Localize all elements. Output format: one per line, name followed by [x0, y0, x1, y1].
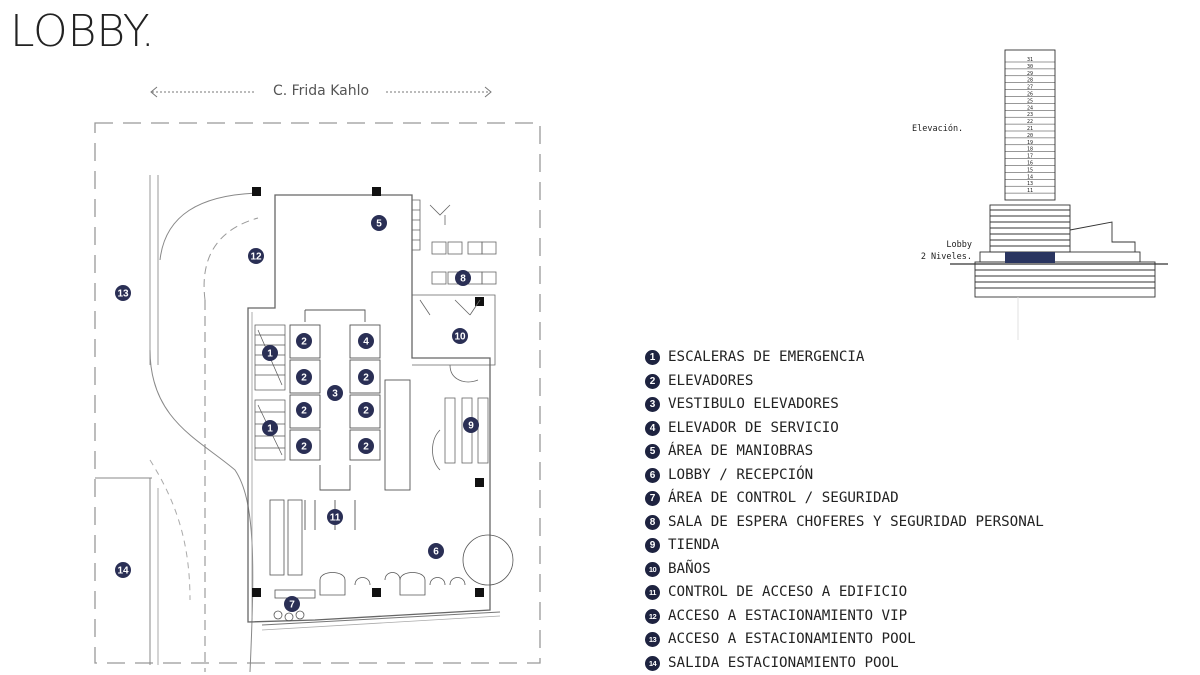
floor-number: 14 [1027, 174, 1033, 180]
plan-marker-2: 2 [301, 406, 307, 417]
floor-number: 24 [1027, 105, 1033, 111]
legend-item: 13 ACCESO A ESTACIONAMIENTO POOL [645, 628, 1044, 652]
legend-number-badge: 1 [645, 350, 660, 365]
floor-number: 11 [1027, 188, 1033, 194]
legend-item: 10 BAÑOS [645, 558, 1044, 582]
plan-marker-2: 2 [363, 373, 369, 384]
plan-marker-8: 8 [460, 274, 466, 285]
legend-number-badge: 12 [645, 609, 660, 624]
legend-item: 6 LOBBY / RECEPCIÓN [645, 464, 1044, 488]
floor-number: 25 [1027, 98, 1033, 104]
legend-item: 1 ESCALERAS DE EMERGENCIA [645, 346, 1044, 370]
basement-levels [975, 262, 1155, 297]
floor-number: 31 [1027, 57, 1033, 63]
floor-number: 23 [1027, 112, 1033, 118]
plan-marker-2: 2 [301, 337, 307, 348]
legend-number-badge: 14 [645, 656, 660, 671]
legend-item: 2 ELEVADORES [645, 370, 1044, 394]
lobby-label: Lobby [946, 240, 972, 250]
elevation-label: Elevación. [912, 123, 963, 134]
legend-item: 4 ELEVADOR DE SERVICIO [645, 417, 1044, 441]
plan-marker-7: 7 [289, 600, 295, 611]
floor-number: 19 [1027, 140, 1033, 146]
legend-number-badge: 11 [645, 585, 660, 600]
floor-number: 27 [1027, 85, 1033, 91]
legend-text: CONTROL DE ACCESO A EDIFICIO [668, 581, 907, 605]
legend-number-badge: 3 [645, 397, 660, 412]
plan-marker-3: 3 [332, 389, 338, 400]
legend-number-badge: 8 [645, 515, 660, 530]
legend-text: VESTIBULO ELEVADORES [668, 393, 839, 417]
legend-text: ELEVADOR DE SERVICIO [668, 417, 839, 441]
plan-marker-10: 10 [454, 332, 466, 343]
floor-number: 21 [1027, 126, 1033, 132]
legend-number-badge: 9 [645, 538, 660, 553]
legend-text: SALIDA ESTACIONAMIENTO POOL [668, 652, 899, 675]
floor-number: 28 [1027, 78, 1033, 84]
lobby-band [980, 252, 1140, 262]
floor-number: 29 [1027, 71, 1033, 77]
lobby-highlight [1005, 252, 1055, 263]
lobby-levels-label: 2 Niveles. [921, 252, 972, 262]
legend-number-badge: 10 [645, 562, 660, 577]
legend-item: 14 SALIDA ESTACIONAMIENTO POOL [645, 652, 1044, 675]
legend-item: 11 CONTROL DE ACCESO A EDIFICIO [645, 581, 1044, 605]
legend-number-badge: 4 [645, 421, 660, 436]
plan-marker-9: 9 [468, 421, 474, 432]
legend-text: SALA DE ESPERA CHOFERES Y SEGURIDAD PERS… [668, 511, 1044, 535]
legend-text: ÁREA DE CONTROL / SEGURIDAD [668, 487, 899, 511]
legend-text: TIENDA [668, 534, 719, 558]
floor-number: 30 [1027, 64, 1033, 70]
legend-number-badge: 5 [645, 444, 660, 459]
legend-number-badge: 7 [645, 491, 660, 506]
floor-number: 17 [1027, 154, 1033, 160]
legend-text: ACCESO A ESTACIONAMIENTO POOL [668, 628, 916, 652]
legend-item: 12 ACCESO A ESTACIONAMIENTO VIP [645, 605, 1044, 629]
plan-marker-1: 1 [267, 424, 273, 435]
legend-number-badge: 6 [645, 468, 660, 483]
tower-podium [990, 205, 1070, 252]
legend-text: ACCESO A ESTACIONAMIENTO VIP [668, 605, 907, 629]
legend-item: 7 ÁREA DE CONTROL / SEGURIDAD [645, 487, 1044, 511]
floor-number: 22 [1027, 119, 1033, 125]
floor-number: 15 [1027, 167, 1033, 173]
legend-text: ÁREA DE MANIOBRAS [668, 440, 813, 464]
plan-marker-2: 2 [363, 442, 369, 453]
legend-item: 9 TIENDA [645, 534, 1044, 558]
legend-item: 8 SALA DE ESPERA CHOFERES Y SEGURIDAD PER… [645, 511, 1044, 535]
plan-marker-1: 1 [267, 349, 273, 360]
floor-number: 26 [1027, 92, 1033, 98]
plan-marker-14: 14 [117, 566, 129, 577]
plan-marker-2: 2 [301, 442, 307, 453]
legend-number-badge: 13 [645, 632, 660, 647]
legend: 1 ESCALERAS DE EMERGENCIA 2 ELEVADORES 3 VEST… [645, 346, 1044, 675]
legend-text: ELEVADORES [668, 370, 753, 394]
floor-number: 18 [1027, 147, 1033, 153]
legend-text: ESCALERAS DE EMERGENCIA [668, 346, 864, 370]
floor-number: 20 [1027, 133, 1033, 139]
legend-text: LOBBY / RECEPCIÓN [668, 464, 813, 488]
plan-marker-11: 11 [330, 513, 341, 524]
plan-marker-2: 2 [301, 373, 307, 384]
plan-marker-12: 12 [250, 252, 262, 263]
floor-number: 13 [1027, 181, 1033, 187]
plan-marker-2: 2 [363, 406, 369, 417]
plan-marker-6: 6 [433, 547, 439, 558]
plan-marker-4: 4 [363, 337, 369, 348]
legend-item: 3 VESTIBULO ELEVADORES [645, 393, 1044, 417]
legend-item: 5 ÁREA DE MANIOBRAS [645, 440, 1044, 464]
legend-number-badge: 2 [645, 374, 660, 389]
legend-text: BAÑOS [668, 558, 711, 582]
plan-marker-13: 13 [117, 289, 129, 300]
floor-number: 16 [1027, 161, 1033, 167]
plan-marker-5: 5 [376, 219, 382, 230]
